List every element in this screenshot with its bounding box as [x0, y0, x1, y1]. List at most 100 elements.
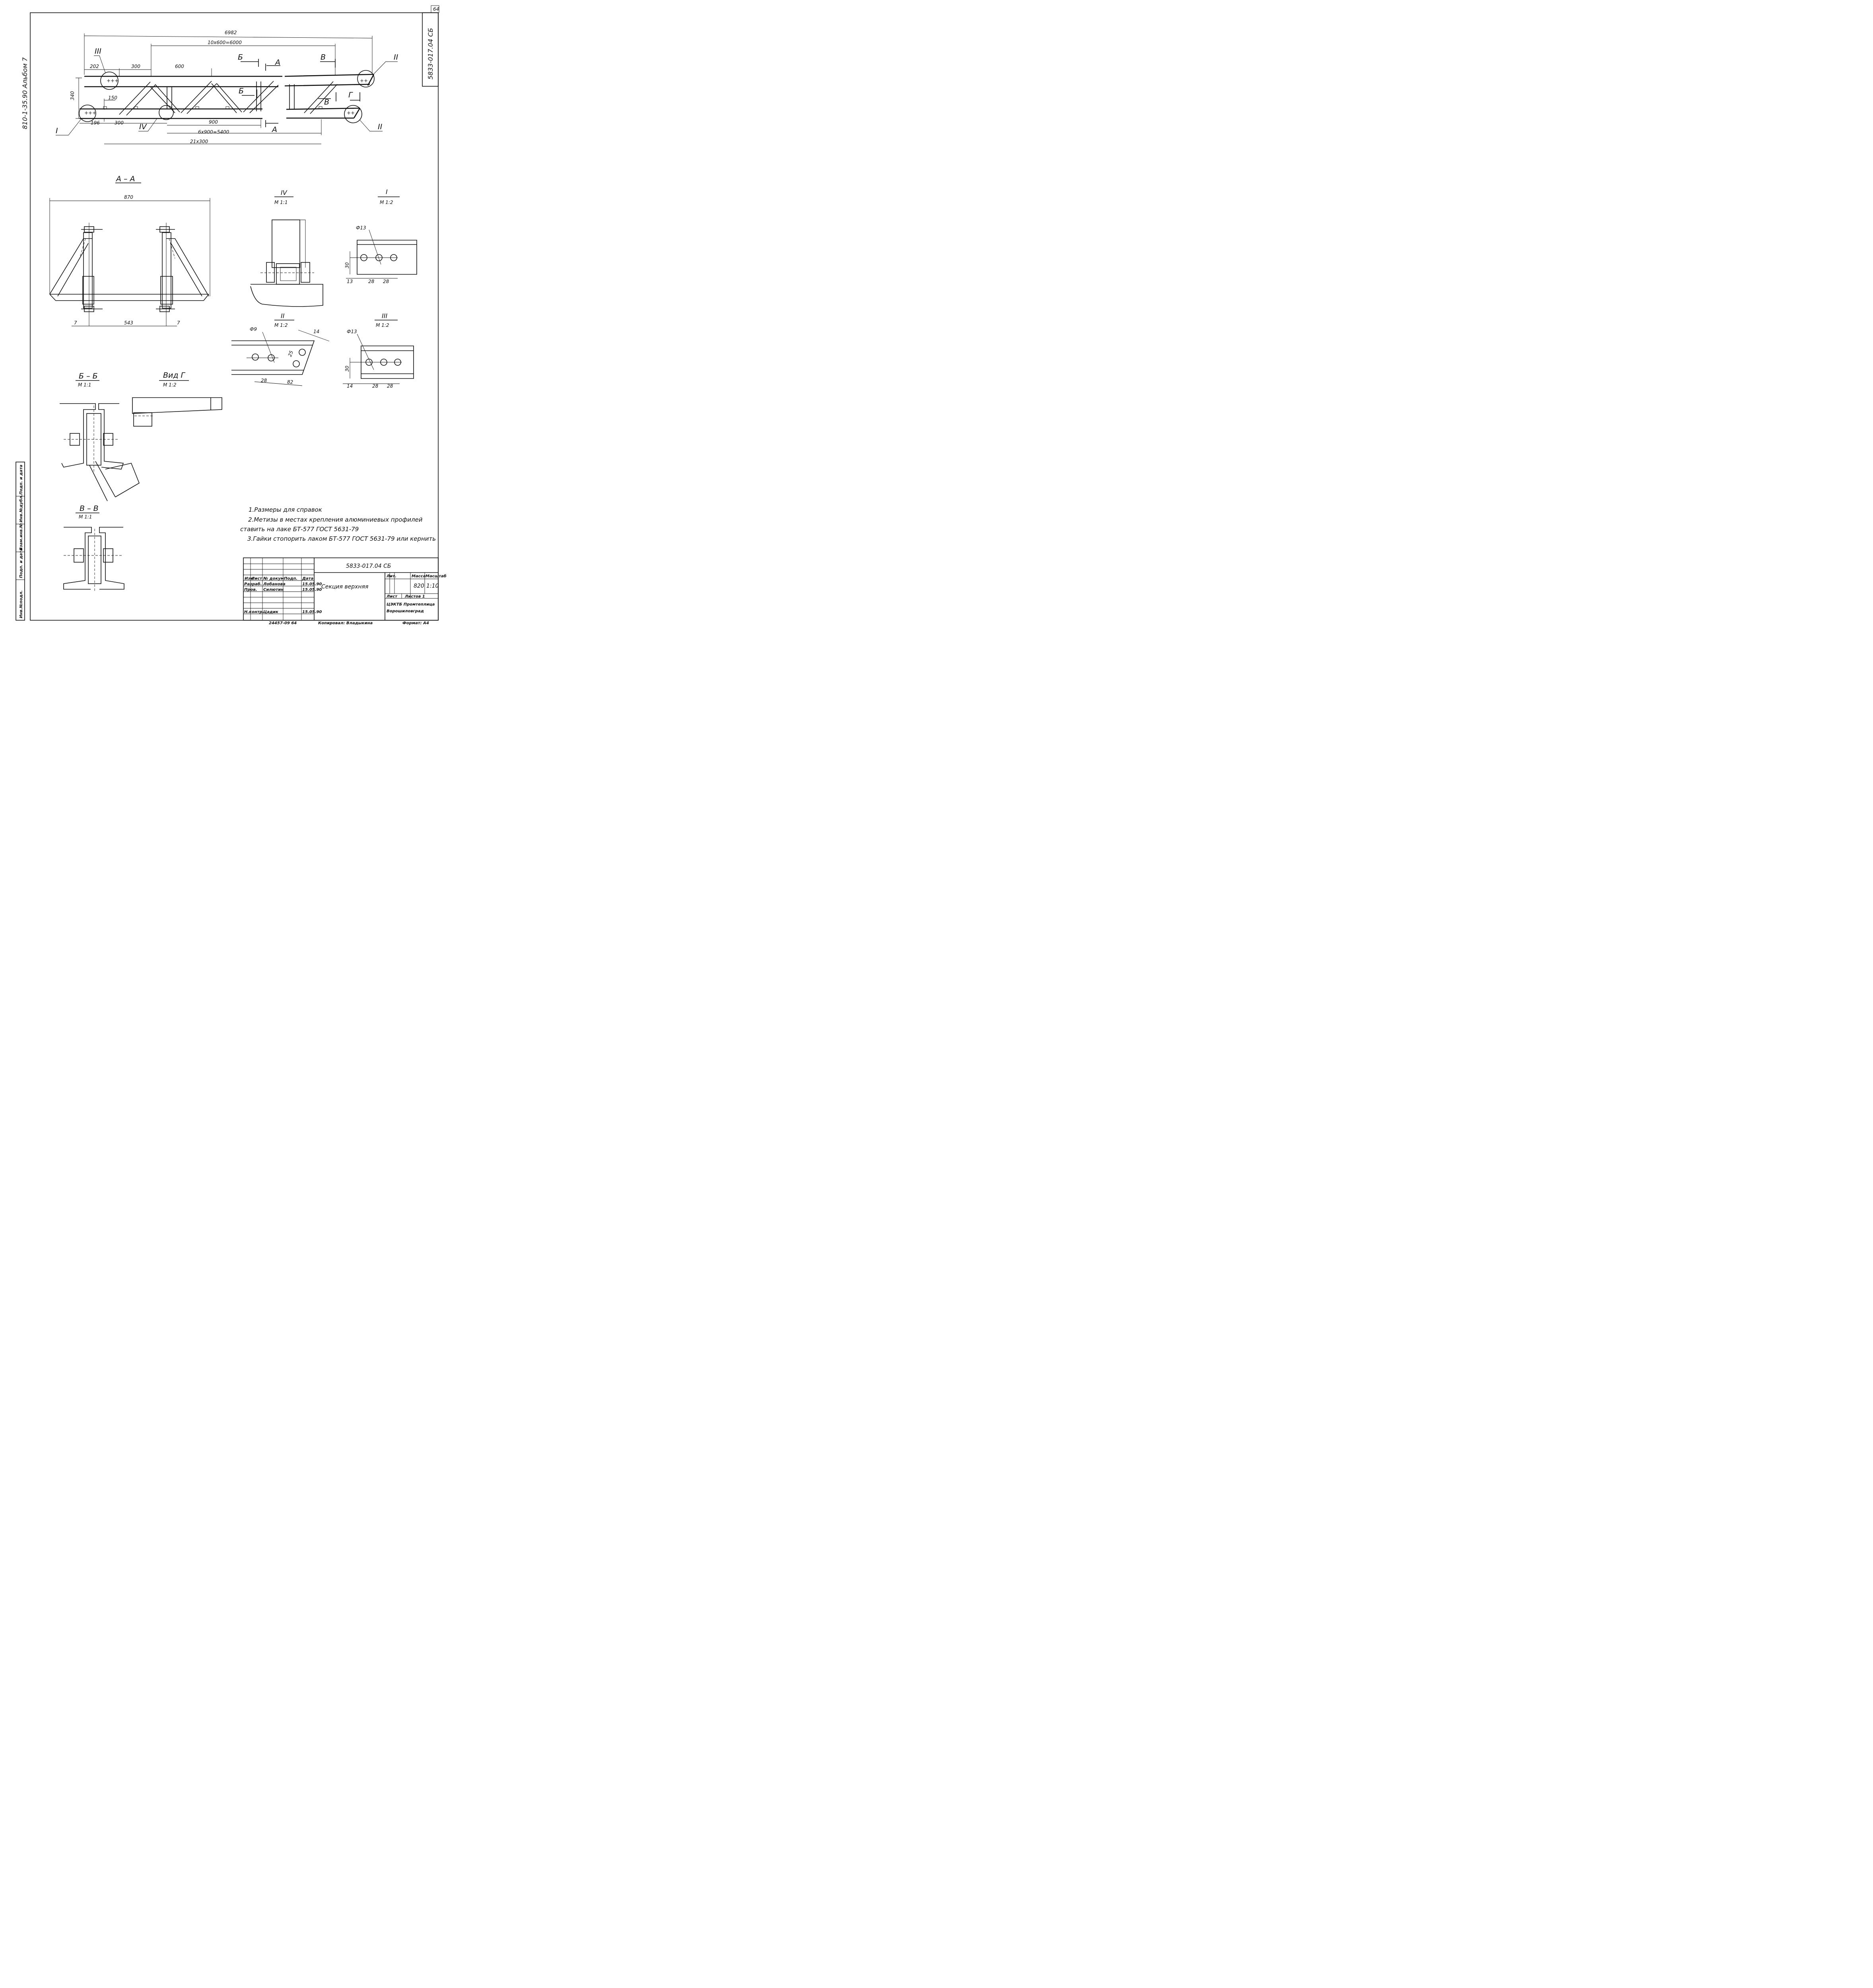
detail-circle-ii-bottom [344, 105, 362, 123]
tb-hdr-date: Дата [302, 577, 313, 581]
section-vv-scale: М 1:1 [79, 514, 92, 520]
detail-iii-28a: 28 [372, 383, 379, 389]
dim-bottom-overall: 21x300 [190, 139, 208, 144]
svg-text:+++: +++ [84, 110, 96, 116]
marker-v-bottom: В [324, 98, 329, 107]
dim-600: 600 [175, 64, 184, 69]
tb-surname-prov: Силютин [263, 588, 284, 592]
tb-surname-nkontr: Цадик [263, 610, 278, 614]
detail-circle-iv [159, 105, 174, 120]
tb-footer-num: 24457-09 64 [269, 621, 297, 625]
marker-b-mid: Б [239, 87, 244, 95]
strip-podp-2: Подп. и дата [19, 464, 23, 495]
view-g-title: Вид Г [163, 371, 186, 380]
tb-scale: 1:10 [426, 583, 439, 589]
tb-hdr-list: Лист [251, 577, 262, 581]
dim-196: 196 [91, 120, 100, 126]
tb-mass-hdr: Масса [412, 574, 426, 579]
detail-ii-82: 82 [287, 379, 293, 385]
tb-footer-format: Формат: А4 [402, 621, 429, 625]
tb-hdr-izm: Изм [245, 577, 253, 581]
marker-v-top: В [321, 53, 326, 62]
svg-text:+++: +++ [107, 78, 119, 83]
dim-340: 340 [70, 91, 75, 100]
dim-bottom-pitch: 6x900=5400 [198, 129, 229, 135]
tb-sheets: Листов 1 [404, 594, 425, 599]
tb-lit: Лит. [386, 574, 396, 579]
detail-iii-scale: М 1:2 [376, 322, 389, 328]
svg-text:++: ++ [360, 78, 368, 83]
truss-elevation: +++ +++ ++ ++ 6982 10x600=6000 202 300 6… [56, 30, 398, 144]
marker-a-top: А [274, 58, 280, 67]
doc-code-box [422, 12, 439, 87]
detail-i-hole: Ф13 [356, 225, 366, 231]
section-a-a: А – А 870 7 543 7 [49, 175, 210, 326]
bottom-chord-right [286, 107, 361, 119]
tb-hdr-doc: № докум. [263, 577, 286, 581]
strip-inv-dubl: Инв.№дубл. [19, 495, 23, 522]
detail-i: I М 1:2 Ф13 30 13 28 28 [344, 188, 417, 284]
dim-300-bottom: 300 [115, 120, 124, 126]
page-number: 64 [433, 6, 439, 12]
detail-ii-scale: М 1:2 [274, 322, 288, 328]
left-stamp-strip: Инв.№подл. Подп. и дата Взам.инв.№ Инв.№… [16, 462, 25, 621]
marker-g: Г [348, 91, 353, 99]
detail-ii-hole: Ф9 [250, 326, 257, 332]
tb-role-prov: Пров. [244, 588, 257, 592]
detail-circle-i [79, 105, 96, 122]
detail-iii-title: III [382, 312, 387, 320]
bottom-chord [80, 108, 262, 119]
detail-iii: III М 1:2 Ф13 30 14 28 28 [343, 312, 414, 389]
dim-543: 543 [124, 320, 133, 326]
marker-a-bottom: А [271, 125, 277, 134]
marker-iii: III [95, 47, 101, 56]
section-vv-title: В – В [80, 504, 99, 513]
tb-date-razrab: 15.05.90 [302, 582, 322, 586]
detail-iv: IV М 1:1 [250, 189, 323, 307]
detail-iii-30: 30 [344, 365, 350, 372]
view-g: Вид Г М 1:2 [132, 371, 222, 427]
section-bb-title: Б – Б [79, 372, 98, 381]
tb-scale-hdr: Масштаб [426, 574, 447, 579]
strip-vzam: Взам.инв.№ [19, 523, 23, 550]
marker-b-top: Б [238, 53, 243, 62]
tb-name: Секция верхняя [321, 584, 368, 590]
top-chord [84, 76, 282, 87]
dim-900: 900 [209, 119, 218, 125]
tb-date-prov: 15.05.90 [302, 588, 322, 592]
tb-sheet: Лист [386, 594, 398, 599]
marker-iv: IV [139, 122, 148, 131]
detail-i-28a: 28 [368, 279, 375, 284]
detail-ii-25: 25 [287, 350, 294, 357]
doc-code-vertical: 5833-017.04 СБ [427, 28, 434, 80]
section-aa-title: А – А [115, 175, 135, 183]
note-2: 2.Метизы в местах крепления алюминиевых … [248, 516, 423, 523]
tb-mass: 820 [414, 583, 424, 589]
detail-i-title: I [386, 188, 388, 196]
tb-org2: Ворошиловград [387, 609, 424, 613]
marker-ii-top: II [394, 53, 398, 62]
tb-org1: ЦЭКТБ Промтеплица [387, 602, 435, 607]
strip-inv-podl: Инв.№подл. [19, 590, 23, 618]
note-3: 3.Гайки стопорить лаком БТ-577 ГОСТ 5631… [247, 535, 436, 542]
section-bb-scale: М 1:1 [78, 382, 91, 388]
detail-iii-hole: Ф13 [347, 329, 357, 334]
view-g-scale: М 1:2 [163, 382, 176, 388]
svg-text:++: ++ [347, 110, 355, 116]
tb-role-razrab: Разраб. [244, 582, 262, 586]
detail-circle-ii-top [357, 70, 375, 87]
dim-overall: 6982 [225, 30, 237, 35]
notes-block: 1.Размеры для справок 2.Метизы в местах … [240, 506, 436, 542]
detail-i-scale: М 1:2 [380, 200, 393, 205]
tb-surname-razrab: Лобанова [263, 582, 286, 586]
dim-870: 870 [124, 194, 133, 200]
detail-iii-28b: 28 [387, 383, 393, 389]
note-2-cont: ставить на лаке БТ-577 ГОСТ 5631-79 [240, 526, 359, 533]
dim-202: 202 [90, 64, 99, 69]
drawing-sheet: 64 5833-017.04 СБ 810-1-35.90 Альбом 7 И… [0, 0, 450, 625]
sheet-frame [30, 12, 439, 621]
detail-i-13: 13 [347, 279, 353, 284]
marker-i: I [56, 126, 58, 135]
top-chord-right [284, 74, 375, 87]
detail-i-30: 30 [344, 262, 350, 268]
